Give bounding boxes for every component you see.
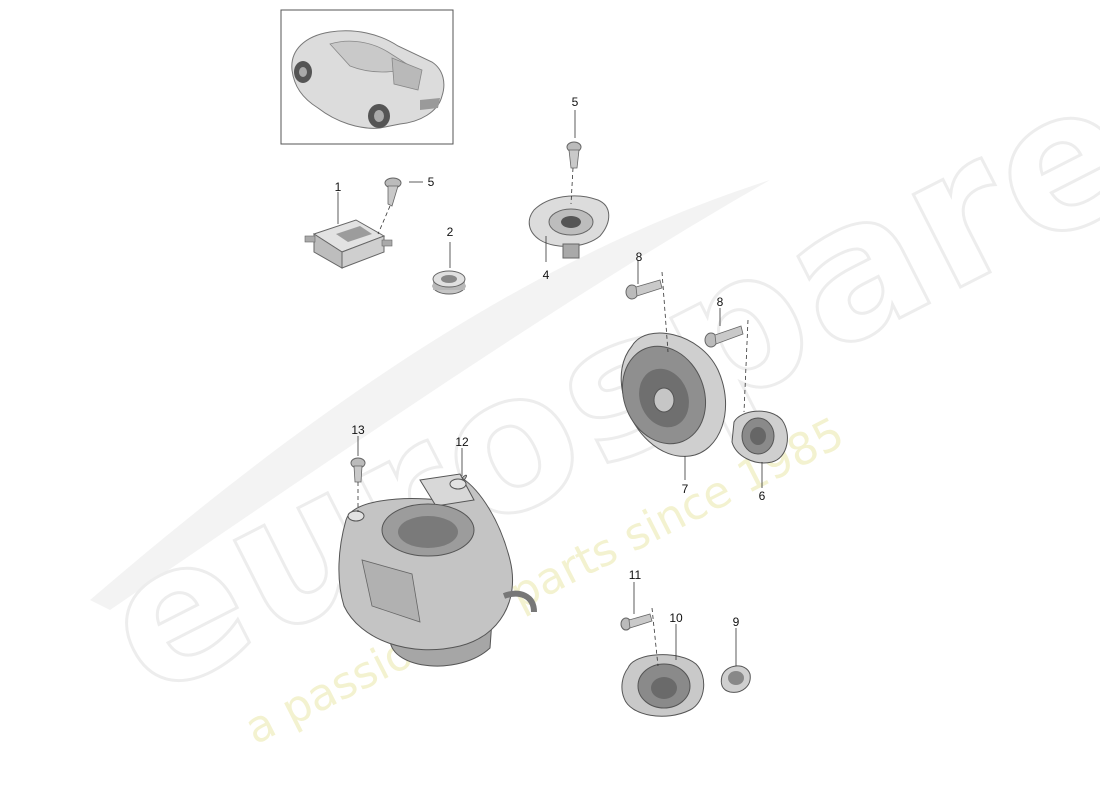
subwoofer-housing-icon — [338, 473, 537, 667]
callout-6[interactable]: 6 — [759, 489, 766, 503]
part-screw-11[interactable] — [620, 613, 653, 631]
speaker-icon — [620, 332, 727, 457]
part-screw-8a[interactable] — [625, 279, 663, 300]
callout-4[interactable]: 4 — [543, 268, 550, 282]
callout-7[interactable]: 7 — [682, 482, 689, 496]
part-mid-speaker[interactable] — [608, 332, 727, 457]
speaker-icon — [621, 654, 705, 717]
callout-5-top[interactable]: 5 — [572, 95, 579, 109]
callout-8-upper[interactable]: 8 — [636, 250, 643, 264]
watermark-brand: eurospares — [70, 0, 1100, 740]
screw-icon — [384, 177, 402, 207]
car-thumbnail-icon — [291, 30, 445, 129]
part-subwoofer-housing[interactable] — [338, 473, 537, 667]
speaker-icon — [731, 410, 788, 464]
screw-icon — [704, 325, 744, 348]
callout-numbers: 1 2 4 5 5 6 7 8 8 9 10 11 12 13 — [335, 95, 766, 629]
amplifier-module-icon — [304, 219, 393, 269]
clip-icon — [720, 665, 751, 693]
callout-8-lower[interactable]: 8 — [717, 295, 724, 309]
part-screw-8b[interactable] — [704, 325, 744, 348]
part-screw-5a[interactable] — [384, 177, 402, 207]
tweeter-bracket-icon — [528, 195, 610, 259]
part-screw-13[interactable] — [350, 457, 366, 483]
callout-9[interactable]: 9 — [733, 615, 740, 629]
part-tweeter[interactable] — [731, 410, 788, 464]
dashed-guides — [357, 167, 749, 667]
screw-icon — [620, 613, 653, 631]
part-clip[interactable] — [432, 270, 466, 295]
callout-2[interactable]: 2 — [447, 225, 454, 239]
part-amplifier-module[interactable] — [304, 219, 393, 269]
callout-12[interactable]: 12 — [455, 435, 469, 449]
watermark-swoosh — [90, 180, 770, 610]
car-thumbnail[interactable] — [280, 9, 454, 145]
part-door-speaker[interactable] — [621, 654, 705, 717]
leader-lines — [337, 110, 763, 666]
screw-icon — [625, 279, 663, 300]
callout-1[interactable]: 1 — [335, 180, 342, 194]
callout-10[interactable]: 10 — [669, 611, 683, 625]
callout-13[interactable]: 13 — [351, 423, 365, 437]
part-small-clip[interactable] — [720, 665, 751, 693]
screw-icon — [566, 141, 582, 169]
screw-icon — [350, 457, 366, 483]
watermark: eurospares a passion for parts since 198… — [69, 0, 1100, 755]
part-screw-5b[interactable] — [566, 141, 582, 169]
callout-5-left[interactable]: 5 — [428, 175, 435, 189]
part-tweeter-bracket[interactable] — [528, 195, 610, 259]
clip-icon — [432, 270, 466, 295]
callout-11[interactable]: 11 — [629, 568, 642, 582]
